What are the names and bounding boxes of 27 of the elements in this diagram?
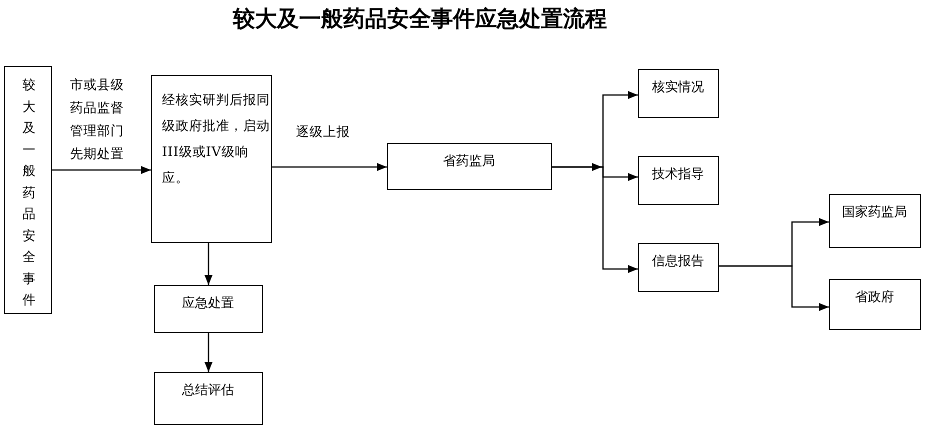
arrow xyxy=(272,163,387,171)
arrow xyxy=(719,265,829,311)
process-box xyxy=(387,143,552,190)
arrow xyxy=(552,166,638,273)
process-box xyxy=(154,372,263,425)
box-text: 技术指导 xyxy=(651,166,705,183)
process-box xyxy=(151,75,272,243)
box-text: 较大及一般药品安全事件 xyxy=(22,77,36,310)
arrow xyxy=(204,333,212,372)
box-text: 国家药监局 xyxy=(841,204,908,221)
box-text: 总结评估 xyxy=(181,382,235,399)
title: 较大及一般药品安全事件应急处置流程 xyxy=(232,5,608,34)
process-box xyxy=(829,279,921,330)
arrow xyxy=(52,166,151,174)
process-box xyxy=(4,66,52,314)
box-text: 信息报告 xyxy=(651,253,705,270)
box-text: 核实情况 xyxy=(651,79,705,96)
process-box xyxy=(638,243,719,292)
arrow xyxy=(204,243,212,285)
process-box xyxy=(829,194,921,248)
process-box xyxy=(154,285,263,333)
process-box xyxy=(638,69,719,118)
process-box xyxy=(638,156,719,205)
box-text: 应急处置 xyxy=(181,295,235,312)
box-text: 经核实研判后报同级政府批准，启动III级或IV级响应。 xyxy=(162,92,270,188)
box-text: 省政府 xyxy=(854,289,895,306)
box-text: 省药监局 xyxy=(442,153,496,170)
